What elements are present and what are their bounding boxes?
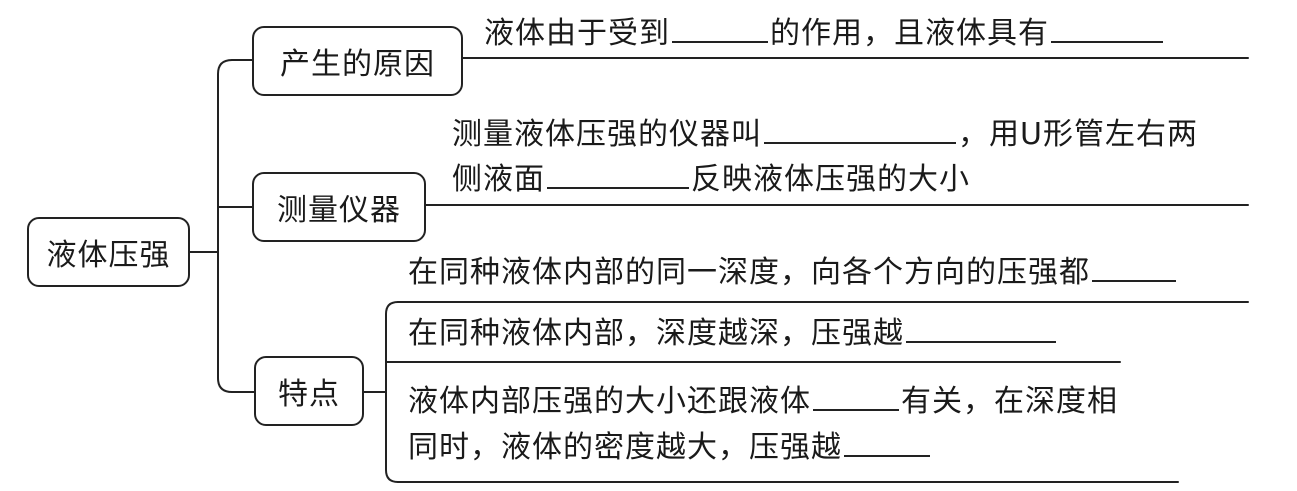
cause-node: 产生的原因 [252,26,463,96]
blank-5[interactable] [1092,252,1176,282]
blank-1[interactable] [672,13,768,43]
instrument-text-line-1: 测量液体压强的仪器叫 ，用U形管左右两 [452,113,1198,157]
feature-item-3-a: 液体内部压强的大小还跟液体 [408,384,811,419]
cause-text-a: 液体由于受到 [484,16,670,51]
blank-2[interactable] [1051,13,1163,43]
instrument-line1-b: ，用U形管左右两 [958,117,1198,152]
cause-label: 产生的原因 [280,47,435,82]
features-bracket [385,301,399,483]
root-node: 液体压强 [27,217,190,287]
cause-text: 液体由于受到 的作用，且液体具有 [484,12,1165,56]
blank-6[interactable] [906,313,1056,343]
instrument-label: 测量仪器 [277,193,401,228]
main-spine [217,59,233,393]
features-label: 特点 [278,377,340,412]
instrument-node: 测量仪器 [252,172,426,242]
feature-item-3-line-1: 液体内部压强的大小还跟液体 有关，在深度相 [408,380,1118,424]
feature-item-2-text: 在同种液体内部，深度越深，压强越 [408,316,904,351]
instrument-line2-a: 侧液面 [452,162,545,197]
features-node: 特点 [254,356,364,426]
feature-item-3-b: 有关，在深度相 [901,384,1118,419]
instrument-line1-a: 测量液体压强的仪器叫 [452,117,762,152]
feature-item-1: 在同种液体内部的同一深度，向各个方向的压强都 [408,251,1178,295]
feature-item-3-c: 同时，液体的密度越大，压强越 [408,430,842,465]
blank-3[interactable] [764,114,956,144]
feature-item-3-line-2: 同时，液体的密度越大，压强越 [408,426,932,470]
blank-8[interactable] [844,427,930,457]
feature-item-2: 在同种液体内部，深度越深，压强越 [408,312,1058,356]
instrument-text-line-2: 侧液面 反映液体压强的大小 [452,158,970,202]
feature-item-1-text: 在同种液体内部的同一深度，向各个方向的压强都 [408,255,1090,290]
instrument-line2-b: 反映液体压强的大小 [691,162,970,197]
cause-text-b: 的作用，且液体具有 [770,16,1049,51]
blank-4[interactable] [547,159,689,189]
blank-7[interactable] [813,381,899,411]
root-label: 液体压强 [46,238,171,273]
